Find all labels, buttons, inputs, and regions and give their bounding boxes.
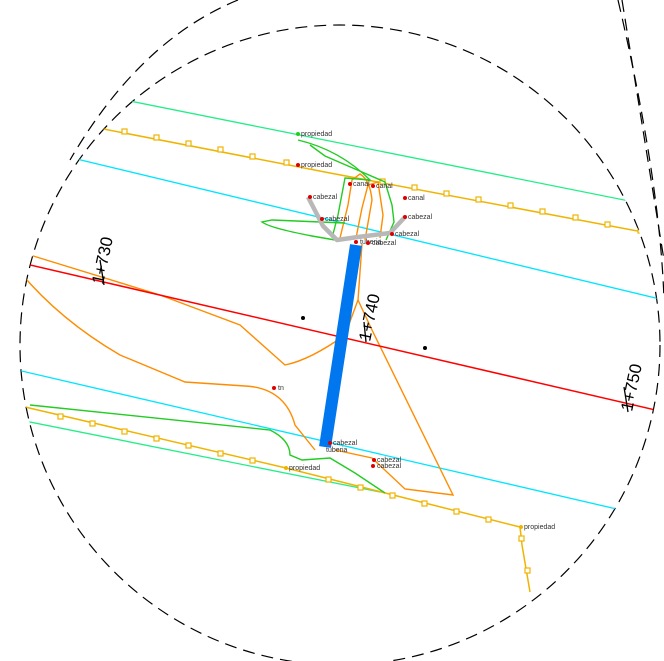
point-marker bbox=[284, 466, 288, 470]
dashed-diagonal bbox=[621, 0, 664, 261]
point-marker bbox=[296, 163, 300, 167]
point-label-cabezal: cabezal bbox=[372, 240, 397, 247]
point-marker bbox=[519, 525, 523, 529]
station-label: 1+740 bbox=[355, 292, 384, 343]
point-marker bbox=[328, 441, 332, 445]
dashed-boundary bbox=[19, 0, 664, 661]
station-label: 1+750 bbox=[617, 362, 646, 413]
contour-lower bbox=[20, 271, 316, 451]
centerline-point bbox=[301, 316, 305, 320]
point-label-cabezal: cabezal bbox=[325, 216, 350, 223]
point-label-propiedad: propiedad bbox=[301, 162, 332, 169]
point-marker bbox=[348, 182, 352, 186]
point-marker bbox=[272, 386, 276, 390]
dashed-right-boundary bbox=[617, 0, 664, 301]
point-label-propiedad: propiedad bbox=[301, 131, 332, 138]
contour-right bbox=[334, 299, 455, 496]
point-marker bbox=[371, 464, 375, 468]
point-marker bbox=[320, 217, 324, 221]
point-label-cabezal: cabezal bbox=[377, 457, 402, 464]
point-marker bbox=[366, 241, 370, 245]
point-label-canal: canal bbox=[353, 181, 370, 188]
point-marker bbox=[354, 240, 358, 244]
station-label: 1+730 bbox=[88, 235, 117, 286]
dashed-circle-boundary bbox=[19, 24, 661, 661]
point-label-tn: tn bbox=[278, 385, 284, 392]
green-contours bbox=[29, 139, 395, 494]
headwall-contour-green bbox=[260, 219, 346, 241]
station-tick bbox=[623, 386, 629, 413]
point-marker bbox=[371, 184, 375, 188]
point-label-propiedad: propiedad bbox=[289, 465, 320, 472]
row-line-bottom bbox=[20, 419, 381, 493]
point-label-propiedad: propiedad bbox=[524, 524, 555, 531]
point-label-cabezal: cabezal bbox=[395, 231, 420, 238]
point-marker bbox=[390, 232, 394, 236]
point-label-canal: canal bbox=[376, 183, 393, 190]
point-label-cabezal: cabezal bbox=[333, 440, 358, 447]
canal-contour-green-2 bbox=[309, 144, 395, 241]
point-label-tuberia: tuberia bbox=[326, 447, 348, 454]
point-label-cabezal: cabezal bbox=[408, 214, 433, 221]
point-marker bbox=[296, 132, 300, 136]
centerline bbox=[20, 257, 660, 413]
property-line-top bbox=[87, 125, 660, 237]
edge-line-top bbox=[59, 154, 660, 301]
culvert-pipe bbox=[319, 244, 362, 448]
point-marker bbox=[372, 458, 376, 462]
row-line-top bbox=[99, 94, 660, 209]
dashed-upper-arc bbox=[69, 0, 239, 161]
point-label-cabezal: cabezal bbox=[313, 194, 338, 201]
point-label-canal: canal bbox=[408, 195, 425, 202]
survey-points: propiedad propiedad canal canal canal ca… bbox=[272, 131, 555, 531]
orange-contours bbox=[20, 173, 455, 496]
station-ticks bbox=[99, 259, 629, 413]
canal-contour-green-1 bbox=[297, 139, 372, 239]
point-marker bbox=[403, 196, 407, 200]
contour-green-bottom bbox=[29, 404, 386, 494]
point-label-tuberia: tuberia bbox=[360, 239, 382, 246]
point-label-cabezal: cabezal bbox=[377, 463, 402, 470]
point-marker bbox=[308, 195, 312, 199]
property-markers-bottom bbox=[57, 413, 531, 574]
point-marker bbox=[403, 215, 407, 219]
canal-contour-1 bbox=[339, 173, 373, 241]
canal-contour-2 bbox=[355, 181, 384, 239]
centerline-point bbox=[423, 346, 427, 350]
station-tick bbox=[363, 321, 367, 343]
headwall-upper bbox=[306, 195, 407, 243]
station-tick bbox=[99, 259, 105, 286]
contour-upper bbox=[29, 243, 363, 366]
